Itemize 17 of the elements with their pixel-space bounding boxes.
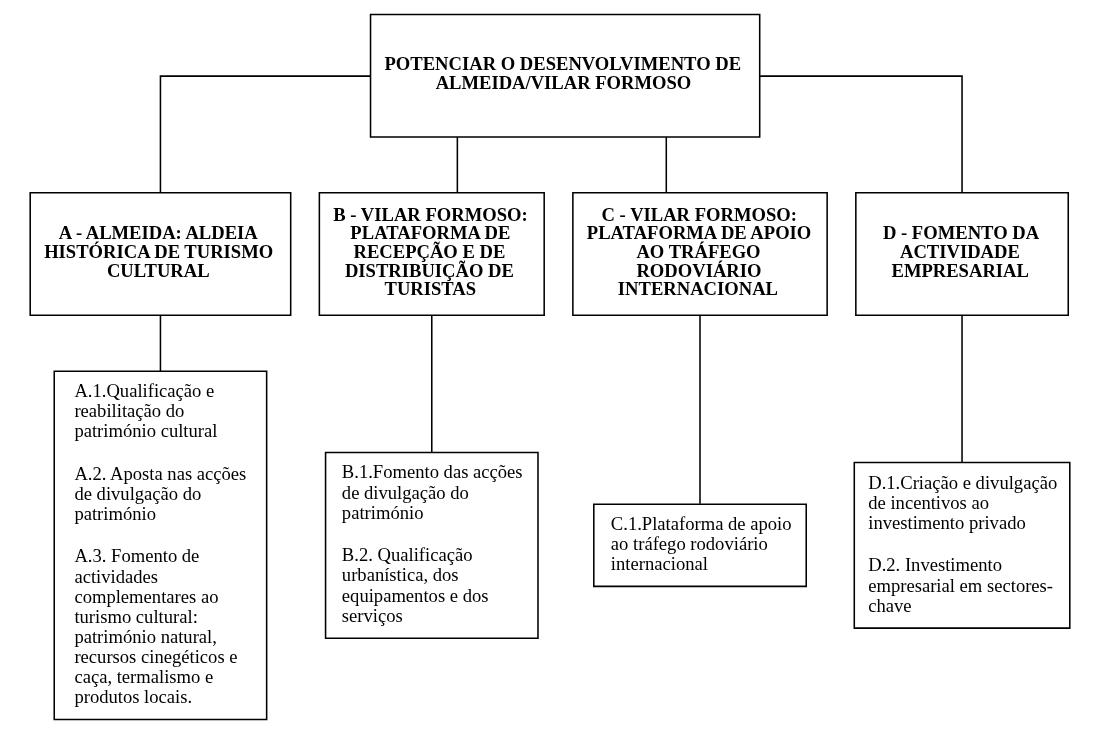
node-box: C - VILAR FORMOSO: PLATAFORMA DE APOIO AO TRÁFEGO RODOVIÁRIO INTERNACIONAL [571,191,828,316]
node-box: D.1.Criação e divulgação de incentivos ao investimento privado D.2. Investimento empresarial em sectores-chave [853,461,1071,629]
node-box: POTENCIAR O DESENVOLVIMENTO DE ALMEIDA/VILAR FORMOSO [369,13,760,138]
connector [456,136,458,194]
node-box: C.1.Plataforma de apoio ao tráfego rodoviário internacional [592,503,807,588]
node-box: A.1.Qualificação e reabilitação do património cultural A.2. Aposta nas acções de divulgação do património A.3. Fomento de actividades complementares ao turismo cultural: património natural, recursos cinegéticos e caça, termalismo e produtos locais. [52,370,267,721]
connector [159,315,161,372]
connector [430,315,433,454]
node-box: B - VILAR FORMOSO: PLATAFORMA DE RECEPÇÃO E DE DISTRIBUIÇÃO DE TURISTAS [318,191,545,316]
connector [758,75,963,194]
connector [960,315,963,464]
node-box: B.1.Fomento das acções de divulgação do património B.2. Qualificação urbanística, dos equipamentos e dos serviços [324,451,539,639]
connector [698,315,701,505]
connector [665,136,667,194]
node-box: A - ALMEIDA: ALDEIA HISTÓRICA DE TURISMO CULTURAL [28,191,291,316]
node-box: D - FOMENTO DA ACTIVIDADE EMPRESARIAL [854,191,1069,316]
connector [159,75,371,194]
